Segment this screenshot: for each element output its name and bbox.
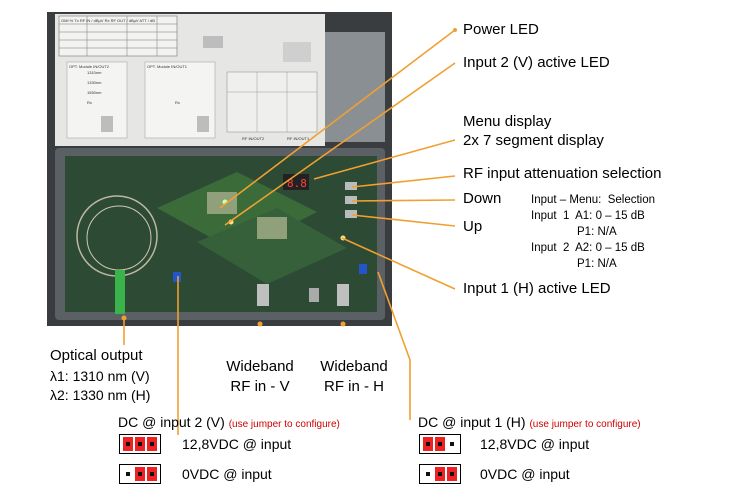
dc-input1-note: (use jumper to configure) (529, 419, 641, 430)
pin (447, 467, 457, 481)
rf-connector-h (337, 284, 349, 306)
dc-input1-0v-label: 0VDC @ input (480, 466, 570, 482)
pin (147, 467, 157, 481)
optical-connector (115, 270, 125, 314)
menu-table-row1: Input 1 A1: 0 – 15 dB (531, 210, 645, 222)
display-digits: 8.8 (287, 177, 307, 190)
label-lambda1: λ1: 1310 nm (V) (50, 368, 150, 384)
pin (135, 437, 145, 451)
pin (423, 437, 433, 451)
label-up: Up (463, 218, 483, 235)
lid-rf-left: RF IN/OUT2 (242, 136, 265, 141)
label-lambda2: λ2: 1330 nm (H) (50, 387, 151, 403)
lid-rf-right: RF IN/OUT1 (287, 136, 310, 141)
lid-nm-1330: 1330nm (87, 80, 102, 85)
pin (135, 467, 145, 481)
jumper-blue-left (173, 272, 181, 282)
label-wideband-h: Wideband (320, 358, 388, 375)
pin (123, 467, 133, 481)
label-down: Down (463, 190, 502, 207)
lid-rx-left: Rx (87, 100, 92, 105)
label-optical-output: Optical output (50, 347, 143, 364)
label-rf-in-h: RF in - H (324, 378, 384, 395)
device-photo: OMI % Tx RF IN / dBµV Rx RF OUT / dBµV A… (47, 12, 392, 326)
pin (423, 467, 433, 481)
menu-table-row3: Input 2 A2: 0 – 15 dB (531, 242, 645, 254)
lid-rx-right: Rx (175, 100, 180, 105)
label-power-led: Power LED (463, 21, 539, 38)
menu-table-row2: P1: N/A (577, 226, 617, 238)
dc-input1-block: DC @ input 1 (H) (use jumper to configur… (418, 414, 641, 430)
pin (435, 467, 445, 481)
lid-nm-1550: 1550nm (87, 90, 102, 95)
input1-led (340, 235, 346, 241)
pin (123, 437, 133, 451)
button-up (345, 210, 357, 218)
lid-nm-1310: 1310nm (87, 70, 102, 75)
jumper-in1-0v (419, 464, 461, 484)
label-menu-display: Menu display (463, 113, 552, 130)
label-input2-led: Input 2 (V) active LED (463, 54, 610, 71)
dc-input1-12v-label: 12,8VDC @ input (480, 436, 590, 452)
dc-input1-title: DC @ input 1 (H) (418, 414, 526, 430)
dc-input2-note: (use jumper to configure) (228, 419, 340, 430)
pin (435, 437, 445, 451)
pin (147, 437, 157, 451)
dc-input2-0v-label: 0VDC @ input (182, 466, 272, 482)
label-menu-display-sub: 2x 7 segment display (463, 132, 604, 149)
dc-input2-block: DC @ input 2 (V) (use jumper to configur… (118, 414, 340, 430)
rf-connector-v (257, 284, 269, 306)
button-att (345, 182, 357, 190)
lid-table-header: OMI % Tx RF IN / dBµV Rx RF OUT / dBµV A… (61, 18, 155, 23)
label-rf-in-v: RF in - V (230, 378, 290, 395)
label-input1-led: Input 1 (H) active LED (463, 280, 611, 297)
jumper-in2-12v (119, 434, 161, 454)
menu-table-header: Input – Menu: Selection (531, 194, 656, 206)
label-rf-attenuation: RF input attenuation selection (463, 165, 662, 182)
pin (447, 437, 457, 451)
power-led (222, 199, 228, 205)
lid-module-left: OPT. Module IN/OUT2 (69, 64, 110, 69)
button-down (345, 196, 357, 204)
lid-module-right: OPT. Module IN/OUT1 (147, 64, 188, 69)
jumper-in1-12v (419, 434, 461, 454)
menu-table-row4: P1: N/A (577, 258, 617, 270)
jumper-in2-0v (119, 464, 161, 484)
input2-led (228, 219, 234, 225)
jumper-blue-right (359, 264, 367, 274)
dc-input2-title: DC @ input 2 (V) (118, 414, 225, 430)
label-wideband-v: Wideband (226, 358, 294, 375)
dc-input2-12v-label: 12,8VDC @ input (182, 436, 292, 452)
